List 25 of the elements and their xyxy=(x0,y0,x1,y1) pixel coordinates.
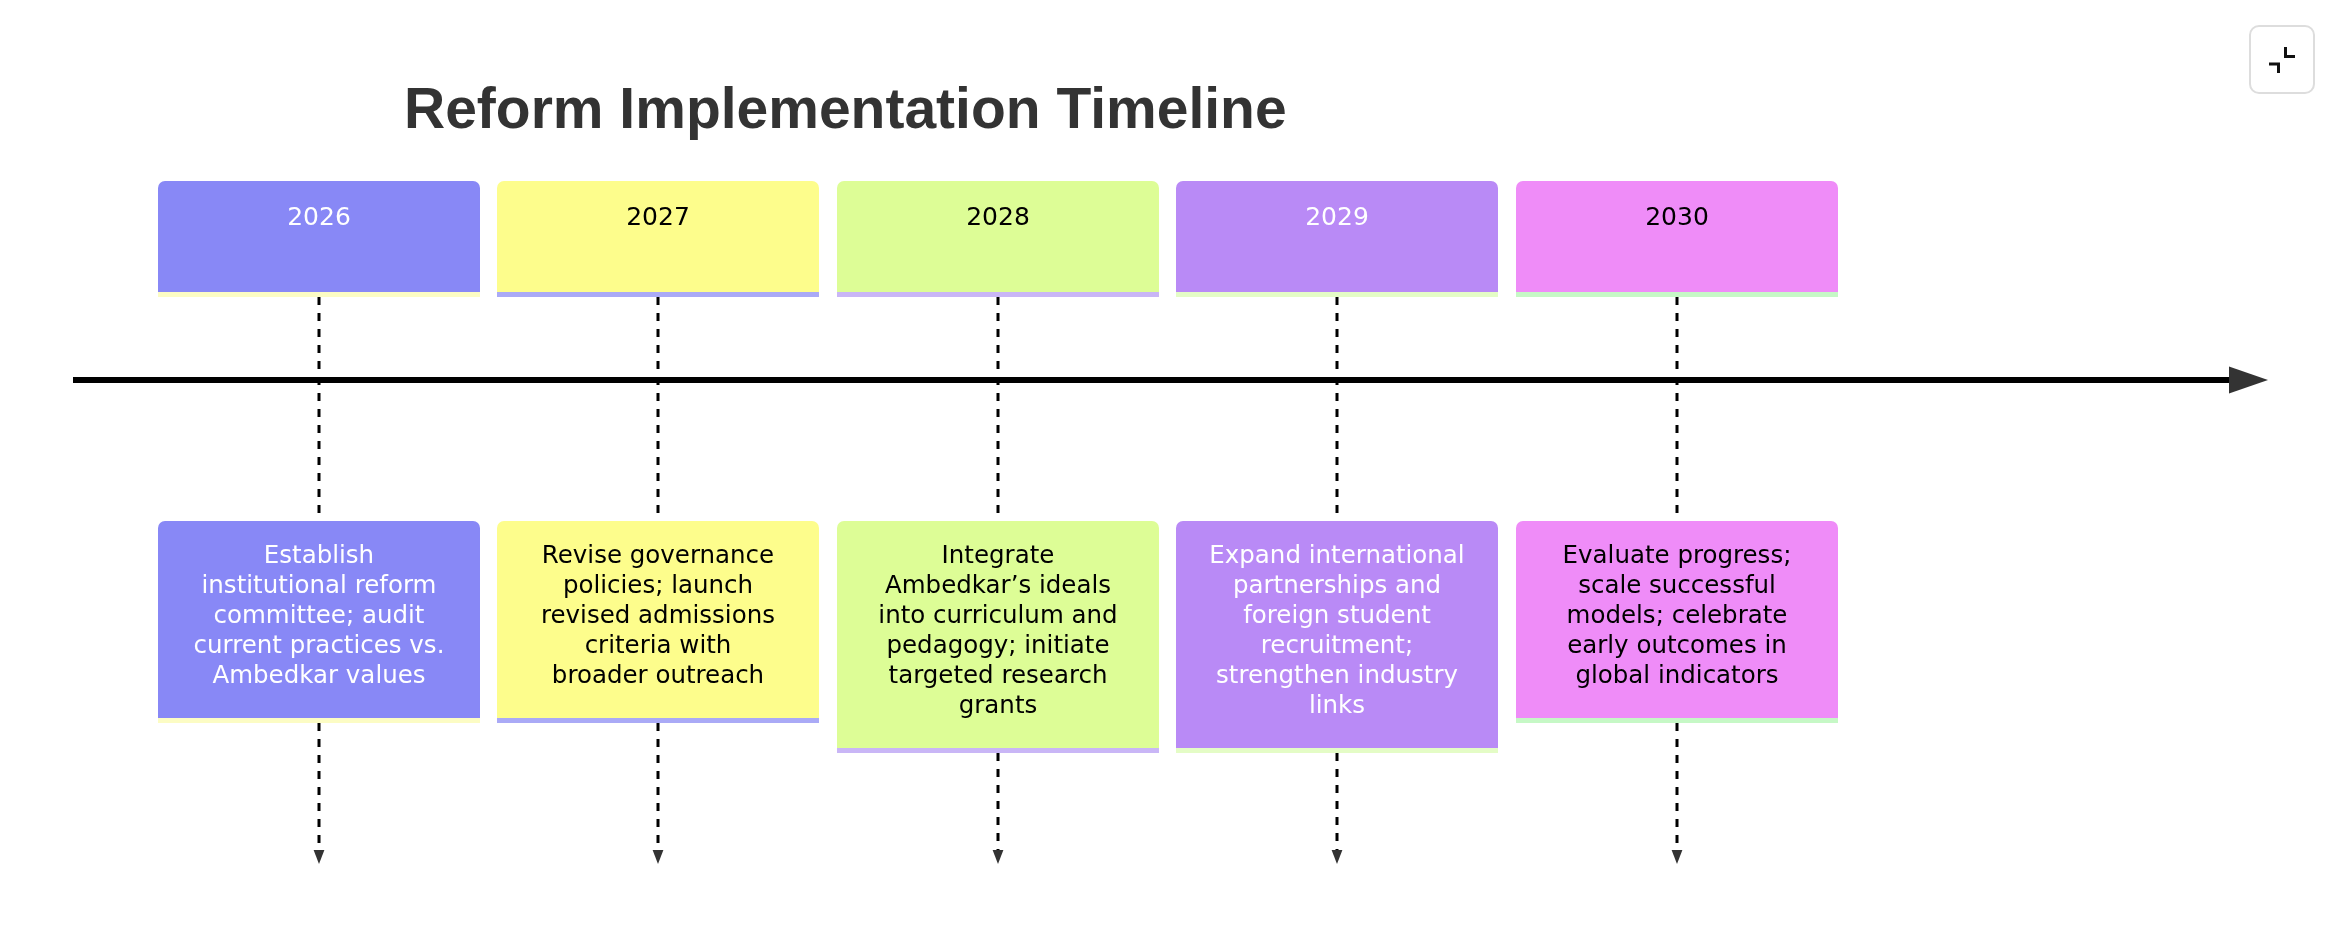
dashed-arrow xyxy=(992,753,1004,864)
event-description: Expand international partnerships and foreign student recruitment; strengthen industry links xyxy=(1208,540,1466,720)
event-description: Evaluate progress; scale successful models; celebrate early outcomes in global indicators xyxy=(1561,540,1793,690)
event-card xyxy=(1516,521,1838,723)
year-card xyxy=(158,181,480,297)
year-label: 2029 xyxy=(1304,201,1370,233)
year-card xyxy=(837,181,1159,297)
year-label: 2026 xyxy=(286,201,352,233)
event-description: Revise governance policies; launch revised admissions criteria with broader outreach xyxy=(540,540,776,690)
dashed-arrow xyxy=(1671,723,1683,864)
event-card xyxy=(837,521,1159,753)
dashed-arrow xyxy=(313,723,325,864)
dashed-arrow xyxy=(652,723,664,864)
event-card xyxy=(497,521,819,723)
year-label: 2028 xyxy=(965,201,1031,233)
event-description: Establish institutional reform committee; audit current practices vs. Ambedkar values xyxy=(193,540,445,690)
event-description: Integrate Ambedkar’s ideals into curriculum and pedagogy; initiate targeted research grants xyxy=(877,540,1119,720)
year-card xyxy=(497,181,819,297)
year-card xyxy=(1176,181,1498,297)
event-card xyxy=(158,521,480,723)
dashed-arrow xyxy=(1331,753,1343,864)
year-card xyxy=(1516,181,1838,297)
year-label: 2030 xyxy=(1644,201,1710,233)
year-label: 2027 xyxy=(625,201,691,233)
event-card xyxy=(1176,521,1498,753)
